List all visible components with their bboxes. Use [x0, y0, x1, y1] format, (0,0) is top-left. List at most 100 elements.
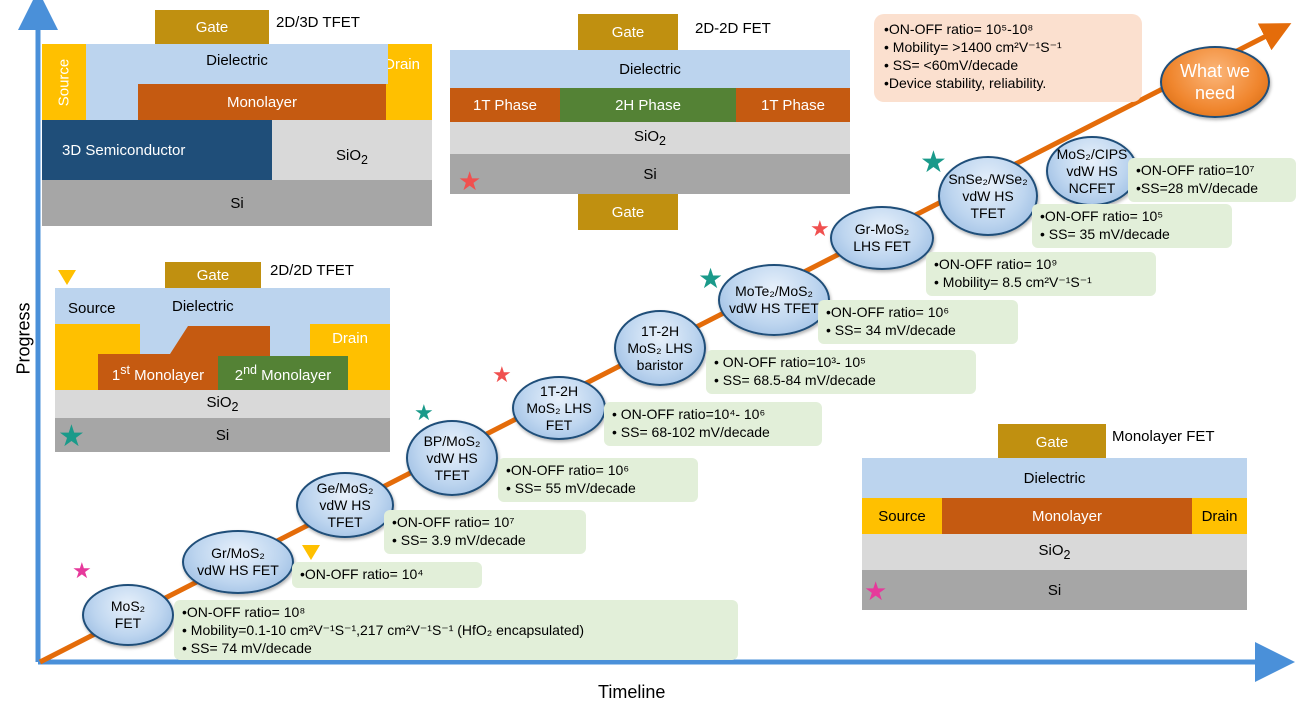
panel-title: Monolayer FET [1112, 428, 1215, 445]
source-label: Source [68, 300, 116, 317]
star-icon: ★ [810, 216, 830, 241]
source-block: Source [42, 44, 86, 120]
star-icon: ★ [920, 146, 947, 179]
star-icon: ★ [414, 400, 434, 425]
sio2-label: SiO2 [1038, 542, 1071, 562]
node-label: Ge/MoS₂ vdW HS TFET [316, 479, 374, 530]
node-label: 1T-2H MoS₂ LHS baristor [627, 322, 693, 373]
info-line: • Mobility= 8.5 cm²V⁻¹S⁻¹ [934, 274, 1092, 290]
info-line: • ON-OFF ratio=10⁴- 10⁶ [612, 406, 766, 422]
si-substrate: Si [862, 570, 1247, 610]
node-label: 1T-2H MoS₂ LHS FET [526, 382, 592, 433]
info-box: •ON-OFF ratio= 10⁸ • Mobility=0.1-10 cm²… [174, 600, 738, 660]
dielectric-lower [86, 84, 138, 120]
y-axis-label: Progress [13, 302, 34, 375]
info-line: •ON-OFF ratio= 10⁹ [934, 256, 1058, 272]
mono1-label: 1st Monolayer [111, 362, 205, 384]
info-line: • SS= 68.5-84 mV/decade [714, 372, 876, 388]
info-box: •ON-OFF ratio= 10⁴ [292, 562, 482, 588]
info-line: •ON-OFF ratio= 10⁵ [1040, 208, 1164, 224]
need-item: • Mobility= >1400 cm²V⁻¹S⁻¹ [884, 39, 1062, 55]
gate-block: Gate [998, 424, 1106, 460]
si-substrate: Si [55, 418, 390, 452]
sio2-layer: SiO2 [450, 122, 850, 154]
info-line: •ON-OFF ratio= 10⁶ [826, 304, 950, 320]
panel-title: 2D/3D TFET [276, 14, 360, 31]
need-item: • SS= <60mV/decade [884, 57, 1019, 73]
info-line: • SS= 55 mV/decade [506, 480, 636, 496]
timeline-node: 1T-2H MoS₂ LHS baristor [614, 310, 706, 386]
info-box: •ON-OFF ratio= 10⁹ • Mobility= 8.5 cm²V⁻… [926, 252, 1156, 296]
panel-title: 2D/2D TFET [270, 262, 354, 279]
star-icon: ★ [864, 576, 888, 606]
node-label: MoTe₂/MoS₂ vdW HS TFET [729, 283, 819, 316]
phase-left: 1T Phase [450, 88, 560, 122]
timeline-node: Gr-MoS₂ LHS FET [830, 206, 934, 270]
drain-label: Drain [384, 56, 420, 73]
timeline-node: BP/MoS₂ vdW HS TFET [406, 420, 498, 496]
info-line: •ON-OFF ratio= 10⁶ [506, 462, 630, 478]
info-line: •ON-OFF ratio=10⁷ [1136, 162, 1255, 178]
monolayer-layer: Monolayer [138, 84, 386, 120]
source-block: Source [862, 498, 942, 534]
si-substrate: Si [42, 180, 432, 226]
dielectric-fill [318, 44, 388, 84]
info-line: •SS=28 mV/decade [1136, 180, 1259, 196]
node-label: Gr/MoS₂ vdW HS FET [197, 545, 279, 578]
info-line: • SS= 68-102 mV/decade [612, 424, 770, 440]
info-line: •ON-OFF ratio= 10⁸ [182, 604, 306, 620]
sio2-layer: SiO2 [55, 390, 390, 418]
phase-right: 1T Phase [736, 88, 850, 122]
timeline-node: MoS₂ FET [82, 584, 174, 646]
info-box: •ON-OFF ratio= 10⁶ • SS= 55 mV/decade [498, 458, 698, 502]
phase-mid: 2H Phase [560, 88, 736, 122]
star-icon: ★ [492, 362, 512, 387]
sio2-label: SiO2 [336, 147, 368, 167]
triangle-icon [58, 270, 76, 285]
node-label: Gr-MoS₂ LHS FET [853, 221, 911, 254]
info-box: •ON-OFF ratio=10⁷ •SS=28 mV/decade [1128, 158, 1296, 202]
gate-top-block: Gate [578, 14, 678, 50]
info-line: •ON-OFF ratio= 10⁴ [300, 566, 424, 582]
timeline-node: 1T-2H MoS₂ LHS FET [512, 376, 606, 440]
target-label: What we need [1179, 61, 1251, 103]
node-label: BP/MoS₂ vdW HS TFET [423, 432, 481, 483]
panel-title: 2D-2D FET [695, 20, 771, 37]
dielectric-label: Dielectric [172, 298, 234, 315]
need-item: •Device stability, reliability. [884, 75, 1047, 91]
timeline-node: MoTe₂/MoS₂ vdW HS TFET [718, 264, 830, 336]
node-label: MoS₂/CIPS vdW HS NCFET [1056, 145, 1128, 196]
mono1-label-box: 1st Monolayer [98, 356, 218, 390]
target-node: What we need [1160, 46, 1270, 118]
sio2-label: SiO2 [206, 394, 239, 414]
info-line: • ON-OFF ratio=10³- 10⁵ [714, 354, 866, 370]
timeline-node: Ge/MoS₂ vdW HS TFET [296, 472, 394, 538]
node-label: SnSe₂/WSe₂ vdW HS TFET [948, 170, 1028, 221]
sio2-label: SiO2 [634, 128, 666, 148]
info-line: • SS= 35 mV/decade [1040, 226, 1170, 242]
star-icon: ★ [698, 263, 724, 294]
info-line: • SS= 34 mV/decade [826, 322, 956, 338]
monolayer-layer: Monolayer [942, 498, 1192, 534]
info-box: • ON-OFF ratio=10³- 10⁵ • SS= 68.5-84 mV… [706, 350, 976, 394]
sio2-layer: SiO2 [272, 120, 432, 180]
timeline-node: MoS₂/CIPS vdW HS NCFET [1046, 136, 1138, 206]
mono2-label: 2nd Monolayer [234, 362, 332, 384]
sio2-layer: SiO2 [862, 534, 1247, 570]
info-line: • Mobility=0.1-10 cm²V⁻¹S⁻¹,217 cm²V⁻¹S⁻… [182, 622, 585, 638]
node-label: MoS₂ FET [110, 598, 146, 631]
needs-box: •ON-OFF ratio= 10⁵-10⁸ • Mobility= >1400… [874, 14, 1142, 102]
info-line: •ON-OFF ratio= 10⁷ [392, 514, 515, 530]
info-line: • SS= 3.9 mV/decade [392, 532, 526, 548]
drain-block: Drain [1192, 498, 1247, 534]
need-item: •ON-OFF ratio= 10⁵-10⁸ [884, 21, 1034, 37]
drain-label: Drain [332, 330, 368, 347]
gate-block: Gate [165, 262, 261, 288]
x-axis-label: Timeline [598, 682, 666, 702]
triangle-icon [302, 545, 320, 560]
dielectric-layer: Dielectric [862, 458, 1247, 498]
source-label: Source [55, 58, 73, 106]
info-box: • ON-OFF ratio=10⁴- 10⁶ • SS= 68-102 mV/… [604, 402, 822, 446]
info-line: • SS= 74 mV/decade [182, 640, 312, 656]
timeline-node: Gr/MoS₂ vdW HS FET [182, 530, 294, 594]
